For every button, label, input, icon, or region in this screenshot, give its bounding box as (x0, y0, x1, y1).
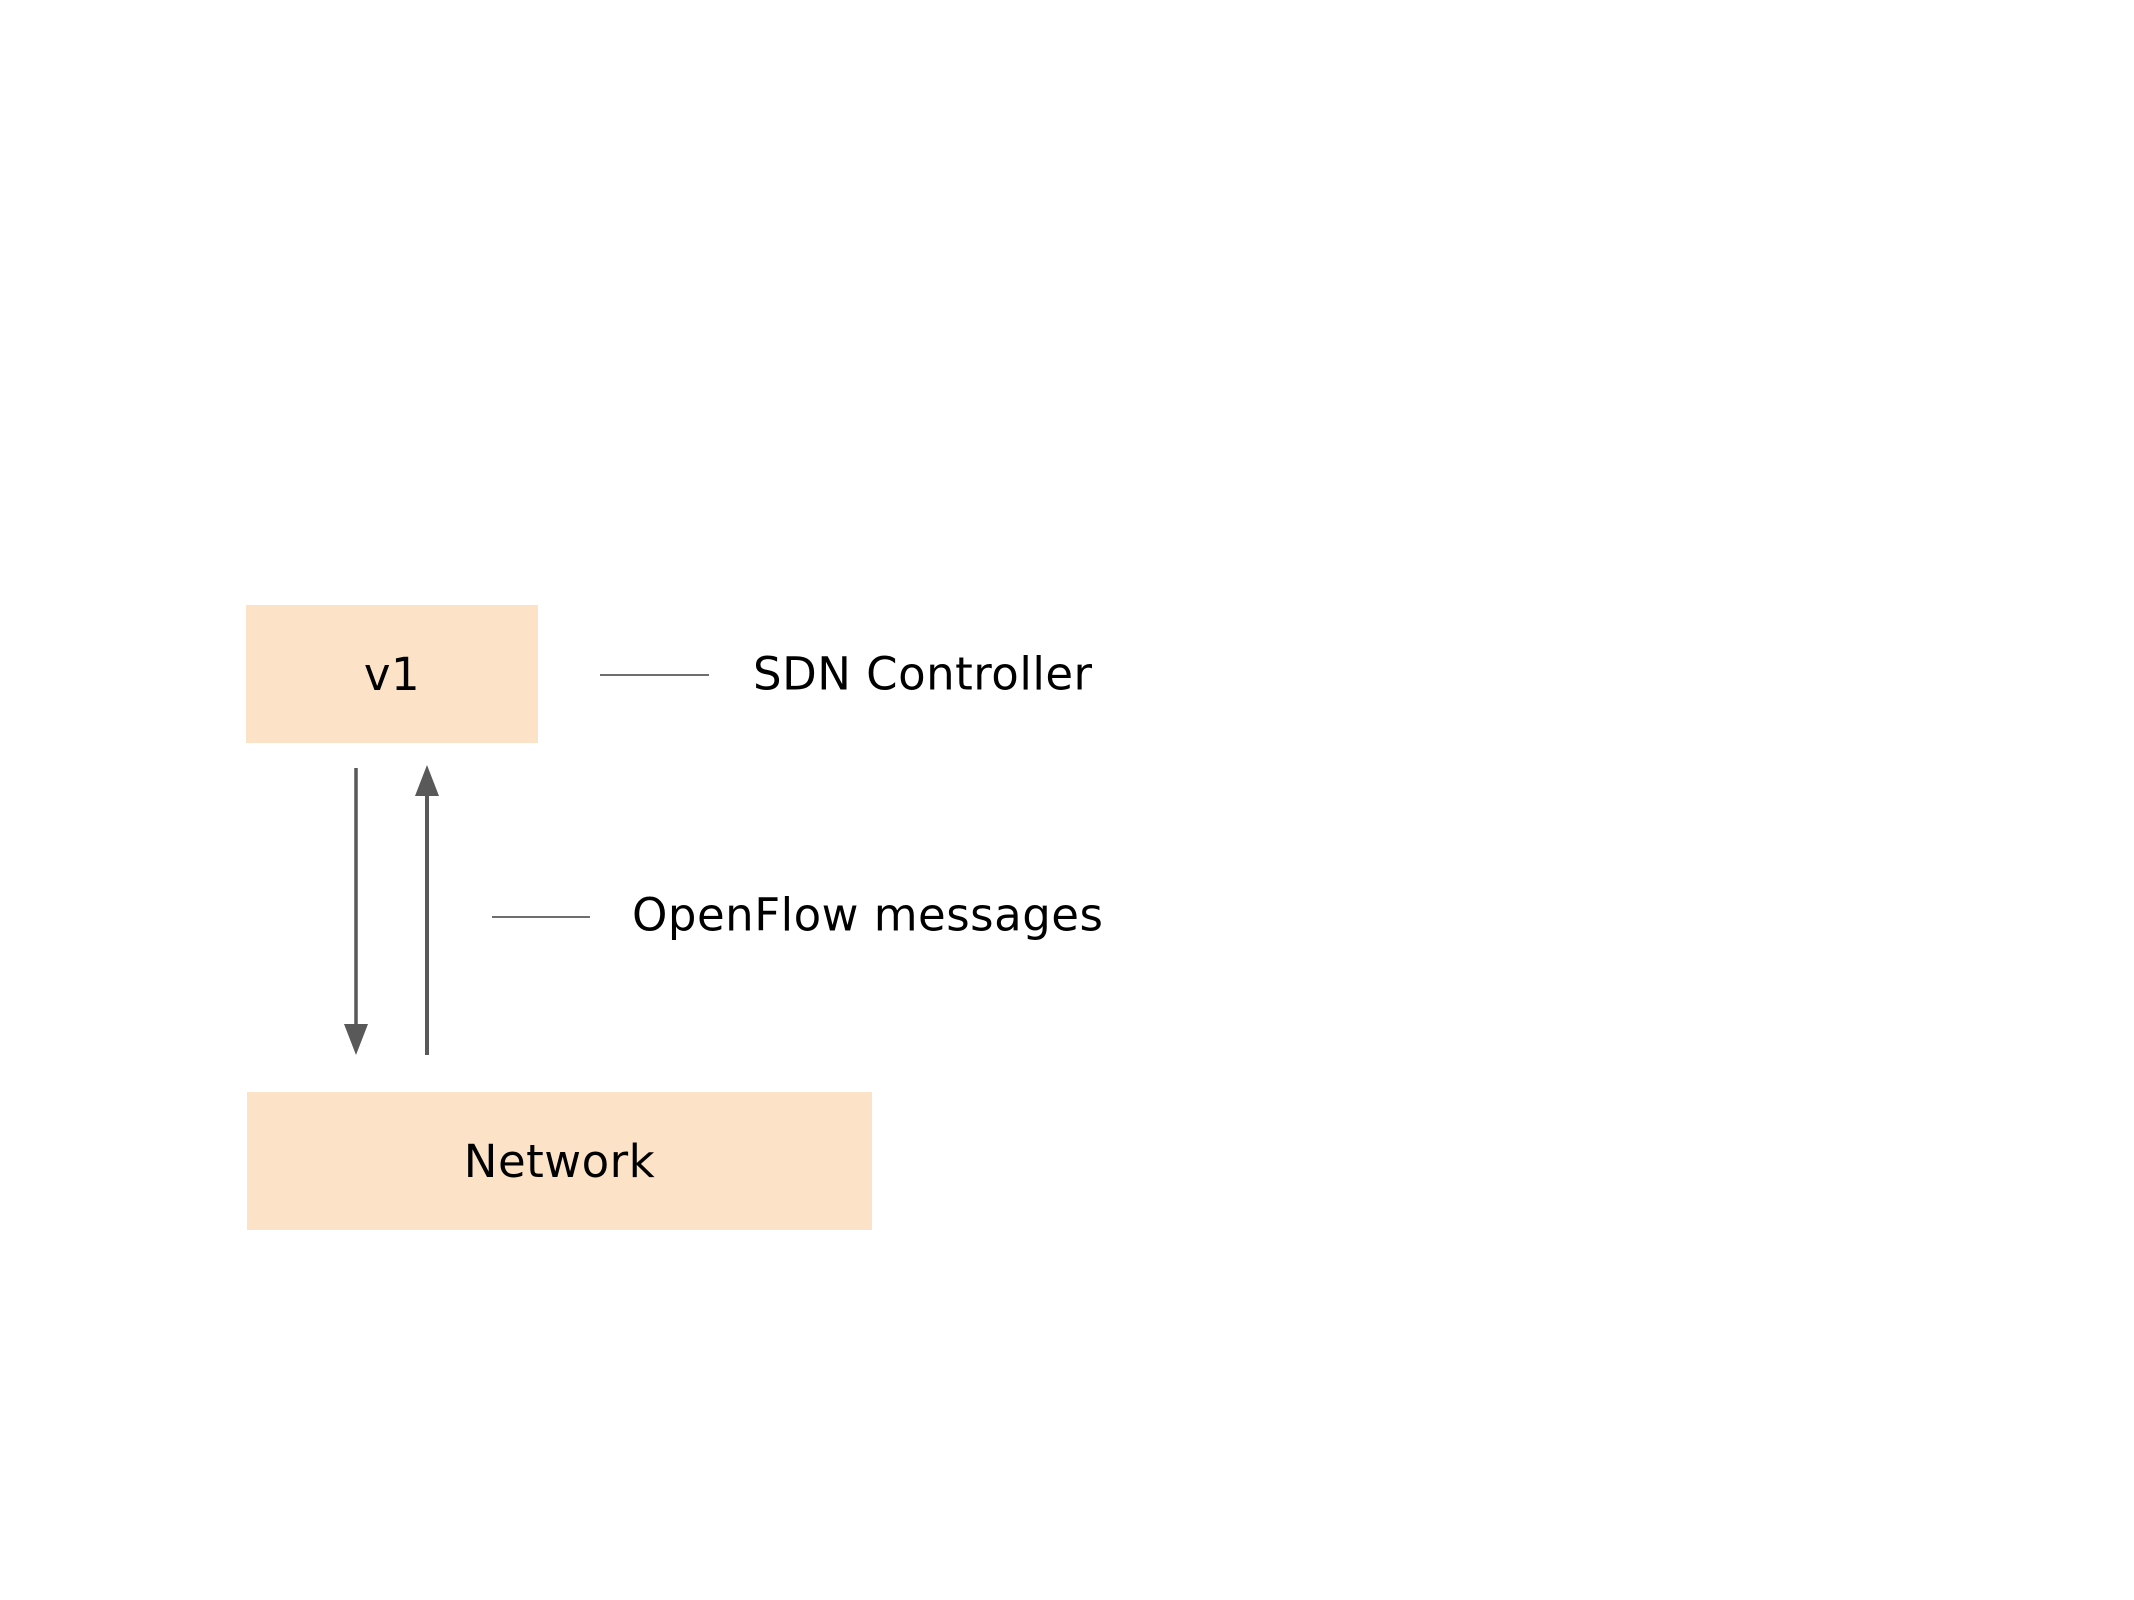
network-node-label: Network (463, 1134, 656, 1188)
downward-arrow (344, 768, 368, 1055)
controller-node: v1 (246, 605, 538, 743)
messages-annotation: OpenFlow messages (632, 888, 1104, 942)
upward-arrow (415, 765, 439, 1055)
controller-node-label: v1 (363, 647, 421, 701)
controller-annotation: SDN Controller (753, 647, 1093, 701)
network-node: Network (247, 1092, 872, 1230)
